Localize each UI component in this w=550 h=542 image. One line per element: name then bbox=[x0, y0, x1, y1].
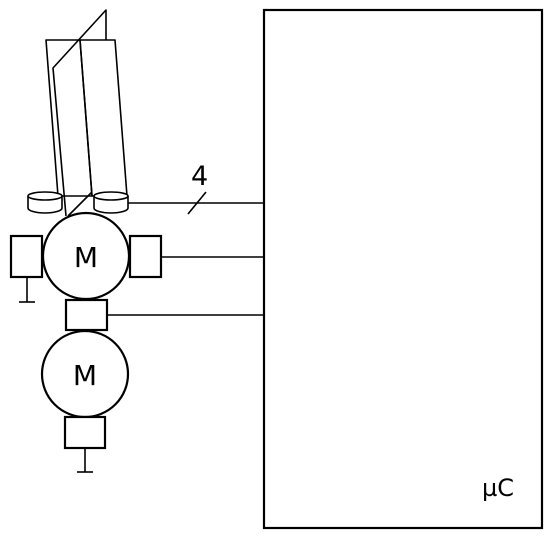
bus-reference-label: 4 bbox=[191, 161, 208, 192]
motor-lower-label: M bbox=[73, 359, 97, 392]
linkage-rod bbox=[67, 191, 93, 217]
motor-upper-sensor-right bbox=[128, 234, 163, 279]
motor-upper-sensor-left bbox=[9, 234, 44, 279]
motor-lower-assembly bbox=[40, 329, 130, 473]
microcontroller: µC bbox=[262, 8, 544, 530]
bus-reference-tick bbox=[187, 191, 207, 215]
motor-upper-label: M bbox=[74, 241, 98, 274]
coupling-block bbox=[64, 298, 109, 332]
linkage-arm bbox=[52, 9, 107, 217]
linkage-panel-right bbox=[79, 39, 128, 197]
microcontroller-label: µC bbox=[482, 474, 514, 502]
bus-reference: 4 bbox=[187, 161, 208, 215]
linkage-panel-left bbox=[45, 39, 93, 197]
linkage-mechanism bbox=[45, 9, 128, 217]
microcontroller-box bbox=[262, 8, 544, 530]
motor-lower-sensor bbox=[63, 415, 107, 450]
roller-right bbox=[93, 191, 129, 214]
roller-left bbox=[27, 191, 63, 214]
